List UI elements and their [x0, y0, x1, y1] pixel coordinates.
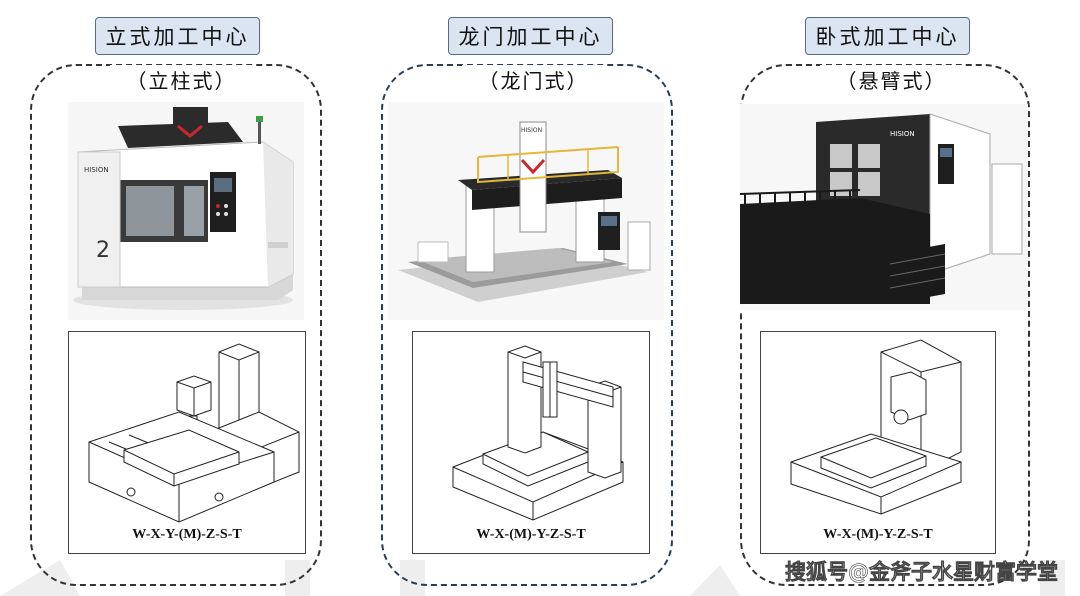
vertical-center-subtitle: （立柱式）	[110, 65, 253, 94]
horizontal-center-title: 卧式加工中心	[805, 17, 970, 55]
vertical-center-formula: W-X-Y-(M)-Z-S-T	[132, 527, 242, 542]
gantry-center-subtitle: （龙门式）	[462, 65, 605, 94]
gantry-center-diagram: W-X-(M)-Y-Z-S-T	[412, 331, 650, 554]
horizontal-center-formula: W-X-(M)-Y-Z-S-T	[823, 527, 933, 542]
footer-watermark: 搜狐号@金斧子水星财富学堂	[785, 560, 1059, 585]
vertical-center-photo: HISION 2	[68, 102, 304, 320]
brand-text: HISION	[84, 166, 109, 174]
vertical-machining-center-icon: HISION 2	[68, 102, 304, 320]
horizontal-center-subtitle: （悬臂式）	[820, 65, 963, 94]
cantilever-type-schematic-icon	[790, 339, 962, 515]
vertical-center-title: 立式加工中心	[95, 17, 260, 55]
gantry-machining-center-icon: HISION	[388, 102, 664, 320]
horizontal-center-photo: HISION	[740, 104, 1028, 310]
gantry-type-schematic-icon	[452, 345, 624, 521]
gantry-center-title: 龙门加工中心	[448, 17, 613, 55]
brand-text: HISION	[890, 130, 915, 138]
vertical-center-diagram: W-X-Y-(M)-Z-S-T	[68, 331, 306, 554]
horizontal-machining-center-icon: HISION	[740, 104, 1028, 310]
brand-text: HISION	[521, 127, 542, 134]
svg-text:2: 2	[96, 238, 110, 263]
column-type-schematic-icon	[88, 343, 300, 523]
gantry-center-formula: W-X-(M)-Y-Z-S-T	[476, 527, 586, 542]
gantry-center-photo: HISION	[388, 102, 664, 320]
horizontal-center-diagram: W-X-(M)-Y-Z-S-T	[760, 331, 996, 554]
